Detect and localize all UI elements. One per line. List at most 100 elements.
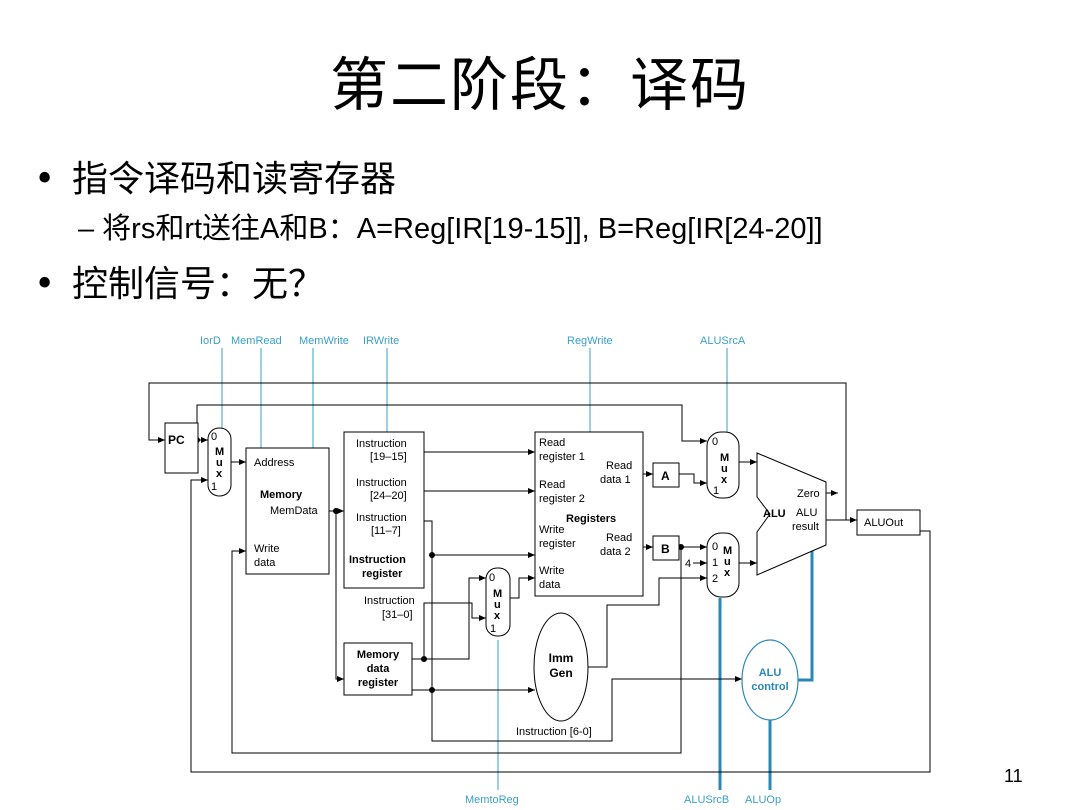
bullet-marker: • (34, 159, 56, 200)
mux-letter: M (215, 446, 224, 458)
signal-regwrite-label: RegWrite (567, 335, 613, 347)
reg-port-label: register 2 (539, 493, 585, 505)
bullet-item-control-signals: • 控制信号：无？ (34, 255, 324, 307)
mux-input-label: 1 (211, 481, 217, 493)
memory-address-port: Address (254, 457, 295, 469)
ir-field-label: Instruction (356, 512, 407, 524)
mux-letter: M (720, 452, 729, 464)
mux-letter: x (721, 474, 728, 486)
mdr-label: data (367, 663, 391, 675)
mux-alu-b (706, 532, 740, 598)
signal-aluop-label: ALUOp (745, 794, 781, 806)
mux-letter: M (493, 588, 502, 600)
mux-alu-a (706, 431, 740, 499)
signal-memread-label: MemRead (231, 335, 282, 347)
aluout-label: ALUOut (864, 517, 903, 529)
slide-title: 第二阶段：译码 (329, 51, 750, 119)
imm-gen-label: Gen (549, 666, 572, 680)
register-a-label: A (661, 469, 670, 483)
bullet-item-decode: • 指令译码和读寄存器 (34, 150, 396, 202)
imm-gen-label: Imm (549, 651, 574, 665)
page-number: 11 (1004, 766, 1023, 786)
mux-input-label: 0 (712, 541, 718, 553)
imm-gen-unit (533, 612, 589, 722)
mux-input-label: 1 (712, 557, 718, 569)
signal-alusrca-label: ALUSrcA (700, 335, 746, 347)
memory-title: Memory (260, 489, 303, 501)
ir-field-label: Instruction (356, 477, 407, 489)
sub-bullet-item: – 将rs和rt送往A和B：A=Reg[IR[19-15]], B=Reg[IR… (78, 213, 823, 245)
pc-label: PC (168, 433, 185, 447)
reg-port-label: Write (539, 565, 564, 577)
ir-output-label: [31–0] (382, 609, 413, 621)
signal-irwrite-label: IRWrite (363, 335, 399, 347)
bullet-text: 控制信号：无？ (72, 264, 325, 305)
mux-letter: x (494, 610, 501, 622)
mux-letter: u (494, 599, 501, 611)
reg-port-label: register (539, 538, 576, 550)
reg-port-label: Read (606, 460, 632, 472)
register-a (652, 462, 680, 488)
reg-port-label: Read (539, 437, 565, 449)
instruction-register (343, 431, 425, 589)
memory-unit (245, 447, 330, 575)
mux-write-data (485, 567, 511, 637)
memory-memdata-port: MemData (270, 505, 319, 517)
alu-title: ALU (763, 508, 786, 520)
ir-field-label: Instruction (356, 438, 407, 450)
memory-write-port: Write (254, 543, 279, 555)
memory-data-port: data (254, 557, 276, 569)
reg-port-label: data 2 (600, 546, 631, 558)
mux-letter: u (721, 463, 728, 475)
bullet-marker: • (34, 264, 56, 305)
alu-result-port: ALU (796, 507, 817, 519)
mux-letter: x (216, 468, 223, 480)
reg-port-label: data 1 (600, 474, 631, 486)
constant-four-label: 4 (685, 558, 691, 570)
mux-input-label: 0 (211, 431, 217, 443)
alu-control-unit (741, 639, 799, 721)
alu-control-label: control (751, 681, 788, 693)
mux-letter: u (724, 556, 731, 568)
ir-title: register (362, 568, 403, 580)
reg-port-label: data (539, 579, 561, 591)
ir-title: Instruction (349, 554, 406, 566)
ir-field-label: [19–15] (370, 451, 407, 463)
register-file (534, 431, 644, 597)
aluout-register (856, 509, 921, 536)
mux-letter: u (216, 457, 223, 469)
alu-zero-port: Zero (797, 488, 820, 500)
mux-address (207, 427, 232, 497)
signal-iord-label: IorD (200, 335, 221, 347)
register-b (652, 535, 680, 561)
memory-data-register (343, 642, 413, 696)
ir-field-label: [24–20] (370, 490, 407, 502)
mux-letter: M (723, 545, 732, 557)
mux-input-label: 2 (712, 573, 718, 585)
mux-input-label: 1 (713, 485, 719, 497)
ir-output-label: Instruction (364, 595, 415, 607)
reg-port-label: Write (539, 524, 564, 536)
mux-input-label: 0 (712, 436, 718, 448)
reg-port-label: register 1 (539, 451, 585, 463)
alu-result-port: result (792, 521, 819, 533)
mdr-label: Memory (357, 649, 400, 661)
reg-port-label: Read (539, 479, 565, 491)
signal-alusrcb-label: ALUSrcB (684, 794, 729, 806)
alu-control-label: ALU (759, 667, 782, 679)
alu-unit (756, 452, 827, 576)
bullet-text: 指令译码和读寄存器 (72, 159, 397, 200)
pc-register (164, 422, 199, 474)
ir-field-label: [11–7] (371, 525, 401, 537)
signal-memtoreg-label: MemtoReg (465, 794, 519, 806)
reg-port-label: Read (606, 532, 632, 544)
mux-letter: x (724, 567, 731, 579)
instruction-6-0-label: Instruction [6-0] (516, 726, 592, 738)
registers-title: Registers (566, 513, 616, 525)
signal-memwrite-label: MemWrite (299, 335, 349, 347)
register-b-label: B (661, 542, 670, 556)
mux-input-label: 0 (489, 572, 495, 584)
mux-input-label: 1 (490, 623, 496, 635)
mdr-label: register (358, 677, 399, 689)
